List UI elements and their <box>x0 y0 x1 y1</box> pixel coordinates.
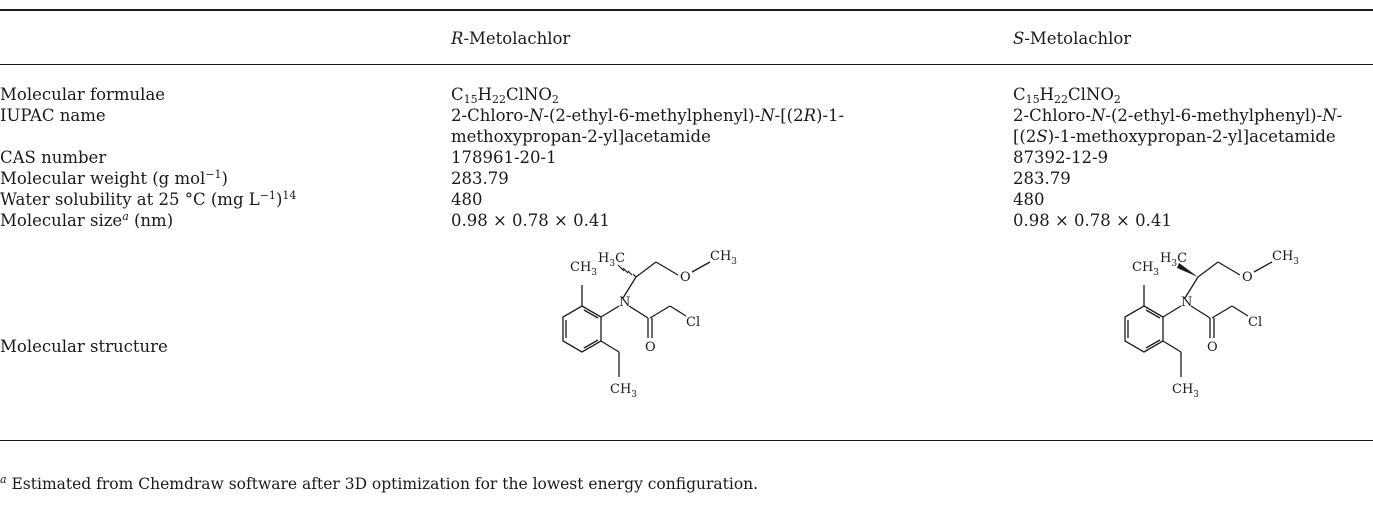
s-ome-methyl-label: CH3 <box>1272 249 1299 267</box>
row-label-formula: Molecular formulae <box>0 85 166 104</box>
row-label-cas: CAS number <box>0 148 107 167</box>
table-top-rule <box>0 9 1373 11</box>
r-cas: 178961-20-1 <box>451 148 557 167</box>
s-carbonyl-oxygen-label: O <box>1207 340 1218 355</box>
r-nitrogen-label: N <box>619 295 630 310</box>
s-h3c-label: H3C <box>1160 251 1187 269</box>
s-chlorine-label: Cl <box>1248 315 1262 330</box>
row-label-structure: Molecular structure <box>0 337 168 356</box>
r-chlorine-label: Cl <box>686 315 700 330</box>
r-molecular-weight: 283.79 <box>451 169 509 188</box>
table-footnote: a Estimated from Chemdraw software after… <box>0 473 759 493</box>
row-label-water-solubility: Water solubility at 25 °C (mg L−1)14 <box>0 189 297 209</box>
s-ethyl-methyl-label: CH3 <box>1172 382 1199 400</box>
r-ome-methyl-label: CH3 <box>710 249 737 267</box>
s-nitrogen-label: N <box>1181 295 1192 310</box>
r-molecular-size: 0.98 × 0.78 × 0.41 <box>451 211 610 230</box>
r-iupac-line-2: methoxypropan-2-yl]acetamide <box>451 127 711 146</box>
r-water-solubility: 480 <box>451 190 483 209</box>
r-carbonyl-oxygen-label: O <box>645 340 656 355</box>
column-header-s-metolachlor: S-Metolachlor <box>1013 29 1132 48</box>
r-h3c-label: H3C <box>598 251 625 269</box>
row-label-iupac: IUPAC name <box>0 106 106 125</box>
s-molecular-structure: H3C CH3 O CH3 N Cl O CH3 <box>1124 249 1299 400</box>
r-oxygen-label: O <box>680 270 691 285</box>
s-iupac-line-2: [(2S)-1-methoxypropan-2-yl]acetamide <box>1013 127 1336 146</box>
table-header-rule <box>0 64 1373 65</box>
s-water-solubility: 480 <box>1013 190 1045 209</box>
s-molecular-size: 0.98 × 0.78 × 0.41 <box>1013 211 1172 230</box>
table-bottom-rule <box>0 440 1373 441</box>
s-oxygen-label: O <box>1242 270 1253 285</box>
s-molecular-weight: 283.79 <box>1013 169 1071 188</box>
s-ring-methyl-label: CH3 <box>1132 260 1159 278</box>
s-cas: 87392-12-9 <box>1013 148 1109 167</box>
r-ethyl-methyl-label: CH3 <box>610 382 637 400</box>
s-iupac-line-1: 2-Chloro-N-(2-ethyl-6-methylphenyl)-N- <box>1013 106 1343 125</box>
s-formula: C15H22ClNO2 <box>1013 85 1121 106</box>
r-iupac-line-1: 2-Chloro-N-(2-ethyl-6-methylphenyl)-N-[(… <box>451 106 845 125</box>
row-label-molecular-size: Molecular sizea (nm) <box>0 210 174 230</box>
r-molecular-structure: H3C CH3 O CH3 N Cl O CH3 <box>562 249 737 400</box>
r-formula: C15H22ClNO2 <box>451 85 559 106</box>
r-ring-methyl-label: CH3 <box>570 260 597 278</box>
column-header-r-metolachlor: R-Metolachlor <box>451 29 571 48</box>
row-label-molecular-weight: Molecular weight (g mol−1) <box>0 168 228 188</box>
